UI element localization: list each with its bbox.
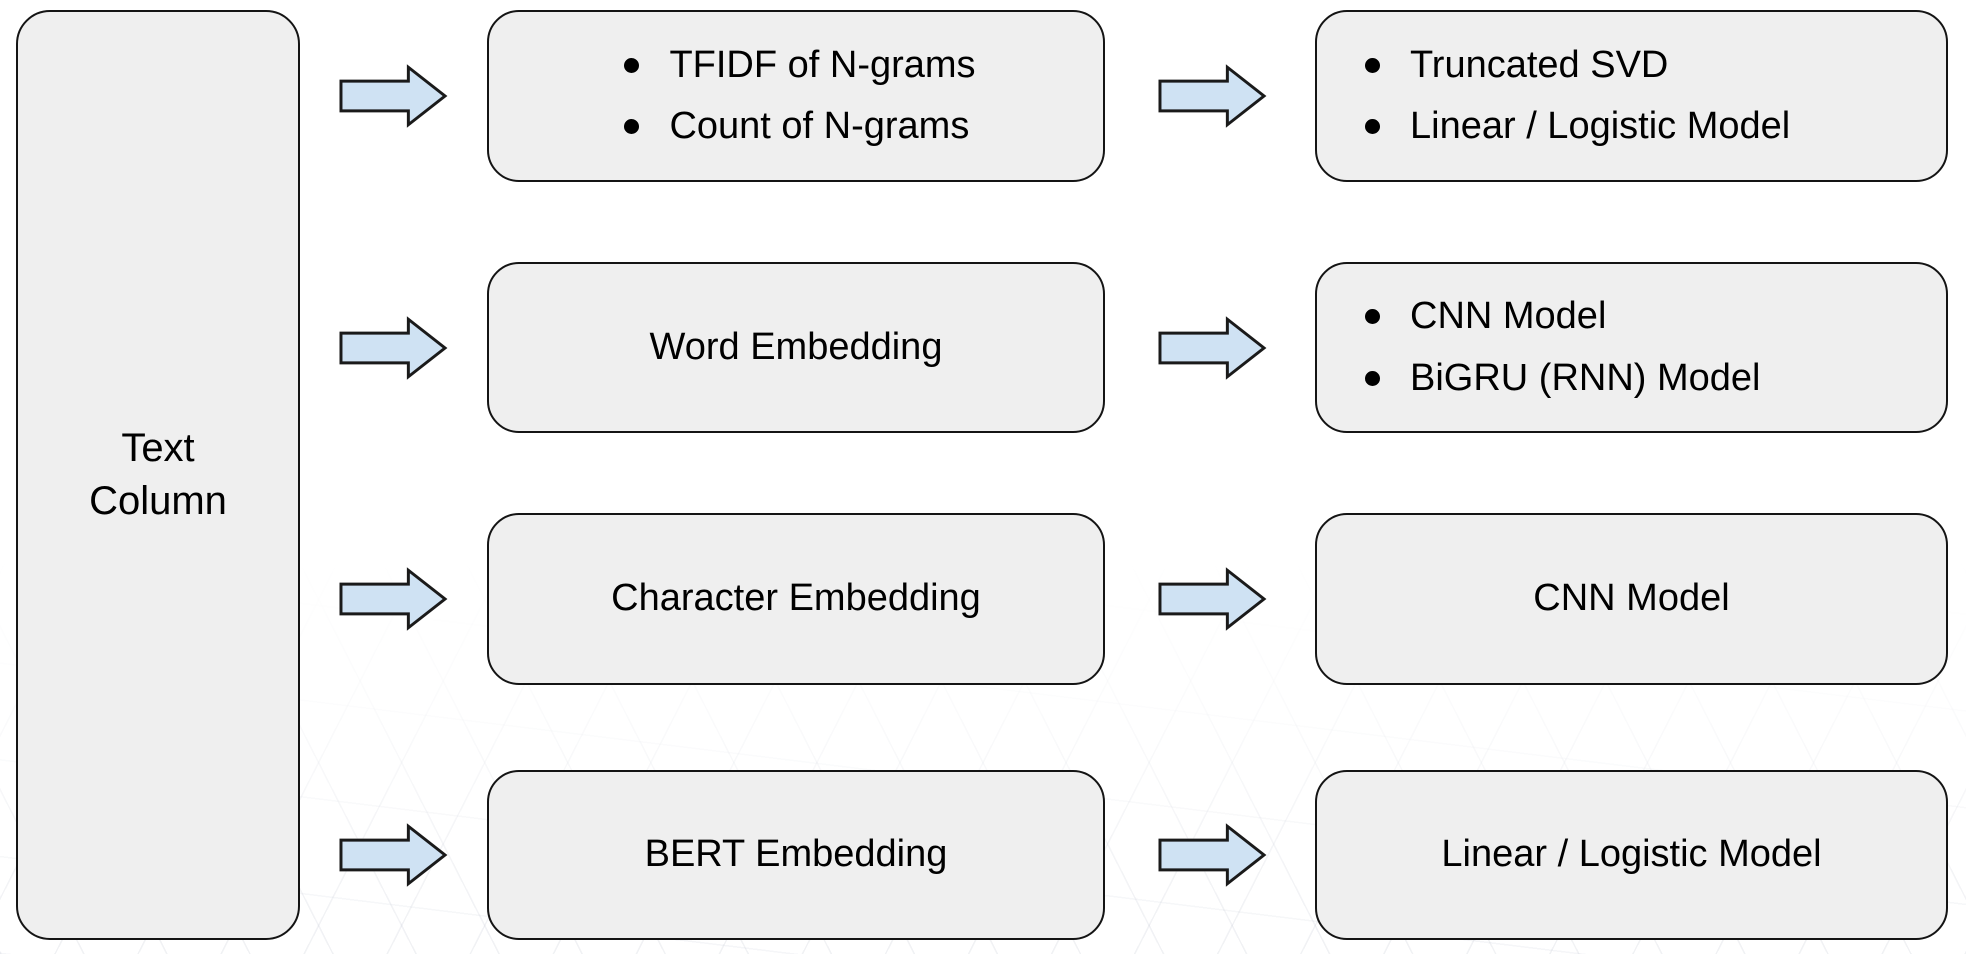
list-item-label: Linear / Logistic Model (1410, 105, 1791, 147)
bullet-icon (1365, 370, 1380, 386)
feature-box-bert-embedding: BERT Embedding (487, 770, 1105, 940)
bullet-icon (1365, 119, 1380, 135)
model-box-svd-linear: Truncated SVD Linear / Logistic Model (1315, 10, 1948, 182)
list-item-label: Truncated SVD (1410, 43, 1669, 86)
arrow-right-icon (339, 316, 448, 380)
list-item: BiGRU (RNN) Model (1365, 354, 1760, 403)
box-label: Linear / Logistic Model (1441, 833, 1822, 876)
box-label: Character Embedding (611, 577, 981, 620)
list-item: CNN Model (1365, 292, 1606, 341)
feature-box-ngrams: TFIDF of N-grams Count of N-grams (487, 10, 1105, 182)
list-item: Count of N-grams (624, 102, 969, 151)
box-label: Word Embedding (649, 325, 943, 368)
bullet-icon (1365, 57, 1380, 73)
arrow-right-icon (339, 823, 448, 887)
box-label: BERT Embedding (644, 833, 948, 876)
box-label: CNN Model (1533, 577, 1730, 620)
list-item-label: BiGRU (RNN) Model (1410, 356, 1761, 399)
bullet-list: CNN Model BiGRU (RNN) Model (1365, 292, 1760, 403)
arrow-right-icon (1158, 823, 1267, 887)
model-box-cnn: CNN Model (1315, 513, 1948, 685)
arrow-right-icon (1158, 567, 1267, 631)
feature-box-word-embedding: Word Embedding (487, 262, 1105, 433)
list-item: Truncated SVD (1365, 41, 1668, 90)
text-column-label: Text Column (89, 426, 227, 523)
model-box-linear-logistic: Linear / Logistic Model (1315, 770, 1948, 940)
arrow-right-icon (1158, 316, 1267, 380)
arrow-right-icon (339, 567, 448, 631)
bullet-icon (1365, 309, 1380, 325)
list-item: TFIDF of N-grams (624, 41, 976, 90)
bullet-icon (624, 57, 640, 73)
feature-box-character-embedding: Character Embedding (487, 513, 1105, 685)
list-item-label: Count of N-grams (669, 105, 970, 147)
model-box-cnn-bigru: CNN Model BiGRU (RNN) Model (1315, 262, 1948, 433)
list-item: Linear / Logistic Model (1365, 102, 1790, 151)
bullet-list: Truncated SVD Linear / Logistic Model (1365, 41, 1790, 152)
list-item-label: CNN Model (1410, 295, 1607, 338)
arrow-right-icon (1158, 64, 1267, 128)
text-column-box: Text Column (16, 10, 300, 940)
arrow-right-icon (339, 64, 448, 128)
bullet-icon (624, 119, 640, 135)
bullet-list: TFIDF of N-grams Count of N-grams (624, 41, 976, 152)
list-item-label: TFIDF of N-grams (669, 43, 976, 86)
